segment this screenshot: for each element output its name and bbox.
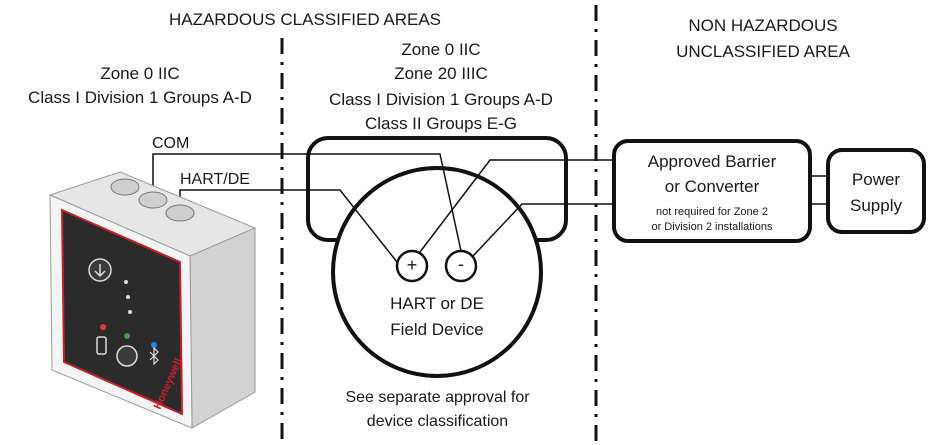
gland-3-icon [165,204,195,222]
plus-terminal-label: + [406,255,418,275]
com-wire [152,153,462,252]
modem-right-face [189,227,256,429]
barrier-note-line2: or Division 2 installations [651,221,773,233]
hart-de-label: HART/DE [180,171,250,188]
battery-icon [96,336,107,355]
red-led-icon [100,324,106,330]
left-zone-line2: Class I Division 1 Groups A-D [28,88,252,107]
non-hazardous-header-line2: UNCLASSIFIED AREA [676,42,850,61]
status-led-2-icon [126,295,130,299]
plus-terminal [395,249,429,283]
minus-terminal-label: - [458,254,464,274]
power-supply-line1: Power [851,170,901,189]
power-supply-box [826,148,926,234]
gland-2-icon [138,191,168,209]
barrier-wire-plus [419,159,614,253]
blue-led-icon [151,342,157,348]
bluetooth-icon [149,346,159,366]
field-device-circle [331,166,543,378]
gland-1-icon [110,178,140,196]
field-device-name-line2: Field Device [390,320,484,339]
status-led-3-icon [128,310,132,314]
left-zone-line1: Zone 0 IIC [100,64,180,83]
device-note-line2: device classification [366,413,509,430]
barrier-label-line1: Approved Barrier [647,152,777,171]
modem-panel [60,208,184,416]
power-button-icon [116,345,138,367]
com-label: COM [152,135,190,152]
barrier-box [612,139,812,243]
device-note-line1: See separate approval for [345,389,530,406]
wires [152,153,828,263]
barrier-wire-minus [472,203,614,257]
status-led-1-icon [124,280,128,284]
center-zone-line3: Class I Division 1 Groups A-D [329,90,553,109]
barrier-label-line2: or Converter [664,177,760,196]
barrier-note-line1: not required for Zone 2 [656,206,768,218]
hazardous-areas-header: HAZARDOUS CLASSIFIED AREAS [168,10,442,29]
field-device-name-line1: HART or DE [390,294,484,313]
hart-modem: Honeywell [48,171,257,429]
center-zone-line2: Zone 20 IIIC [394,64,488,83]
non-hazardous-header-line1: NON HAZARDOUS [688,16,838,35]
center-zone-line1: Zone 0 IIC [401,40,481,59]
center-zone-line4: Class II Groups E-G [364,114,518,133]
green-led-icon [124,333,130,339]
power-supply-line2: Supply [850,196,902,215]
